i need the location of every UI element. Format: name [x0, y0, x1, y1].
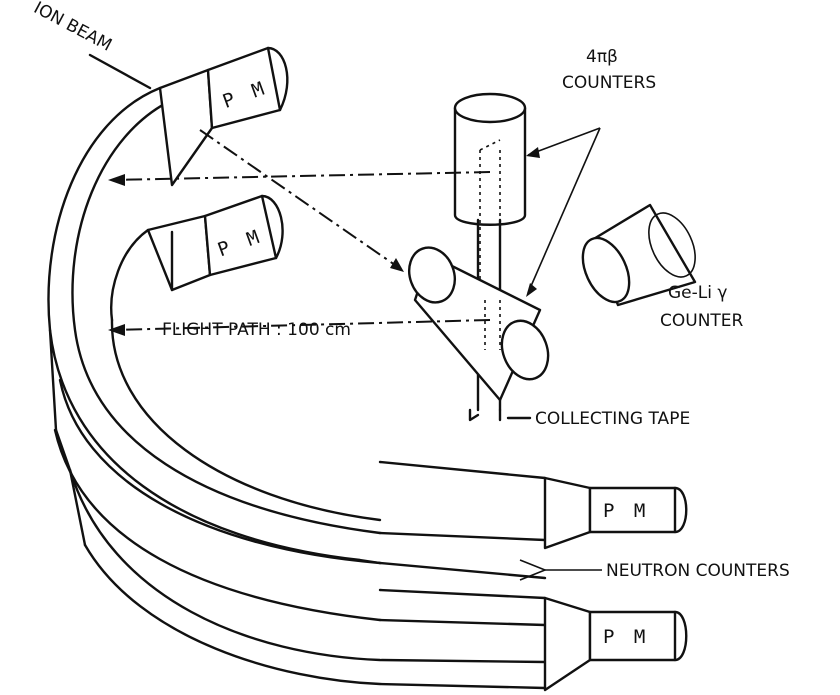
pm-label: P M: [603, 626, 649, 648]
pm-tube-upper-2: P M: [110, 194, 284, 322]
pm-tube-right-2: P M: [378, 588, 688, 692]
pm-tube-upper-1: P M: [158, 46, 289, 187]
beta-counters-label-line2: COUNTERS: [562, 73, 656, 93]
neutron-counter-arc: [47, 86, 547, 690]
flight-path-upper: [108, 171, 491, 186]
collecting-tape-label: COLLECTING TAPE: [535, 409, 690, 429]
beta-counters-label-line1: 4πβ: [586, 47, 618, 67]
pm-label: P M: [603, 500, 649, 522]
beta-counters-pointers: [526, 127, 601, 297]
pm-tube-right-1: P M: [378, 460, 688, 550]
flight-path-lower: [108, 319, 491, 336]
ion-beam-path: [199, 129, 404, 272]
ion-beam-label: ION BEAM: [30, 0, 115, 56]
gamma-counter-label-line2: COUNTER: [660, 311, 744, 331]
flight-path-label: FLIGHT PATH : 100 cm: [162, 320, 351, 340]
neutron-counters-label: NEUTRON COUNTERS: [606, 561, 790, 581]
ion-beam: ION BEAM: [30, 0, 152, 90]
geli-gamma-counter: [581, 203, 697, 307]
beta-counter-upper: [453, 92, 527, 300]
beta-counter-lower: [408, 246, 550, 402]
gamma-counter-label-line1: Ge-Li γ: [668, 283, 727, 303]
neutron-counters-pointer: [519, 559, 602, 581]
